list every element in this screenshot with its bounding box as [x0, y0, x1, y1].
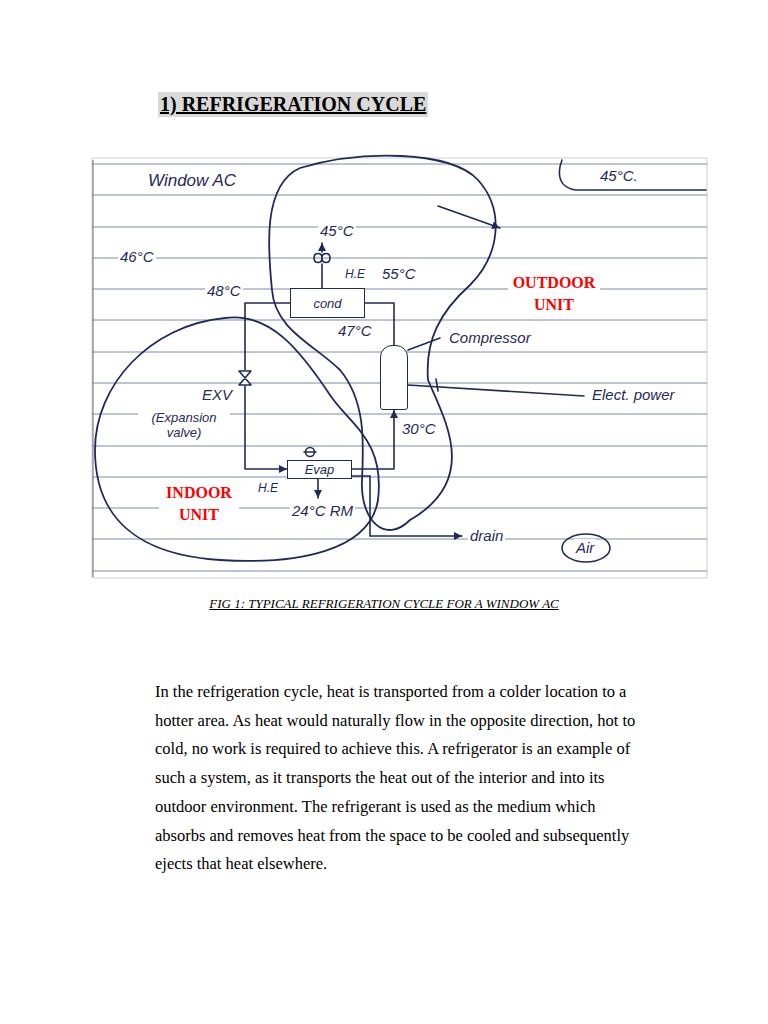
refrigerant-line: [245, 386, 287, 469]
rule-line: [92, 477, 707, 478]
refrigerant-temperature: 55°C: [380, 265, 418, 282]
valve-symbol: [238, 370, 252, 386]
refrigerant-temperature: 48°C: [205, 282, 243, 299]
compressor-body: Compressor: [380, 345, 408, 410]
outdoor-unit-region: condCompressorOUTDOOR UNIT: [258, 148, 510, 548]
part-label: (Expansion valve): [138, 410, 230, 440]
sketch-heading: Window AC: [146, 171, 238, 191]
rule-line: [92, 289, 707, 290]
rule-line: [92, 227, 707, 228]
paper-sheet: [92, 158, 707, 578]
expansion-valve: EXV(Expansion valve): [238, 370, 252, 386]
room-temperature: 24°C RM: [290, 502, 355, 519]
hot-air-arrow: [321, 243, 323, 252]
rule-line: [92, 571, 707, 572]
power-label: Elect. power: [590, 386, 677, 403]
condenser-box: cond: [290, 288, 365, 318]
figure-caption: FIG 1: TYPICAL REFRIGERATION CYCLE FOR A…: [0, 597, 768, 612]
evaporator-fan: [304, 451, 316, 453]
air-circle: [562, 534, 610, 562]
unit-label: INDOOR UNIT: [159, 482, 239, 527]
part-label: Compressor: [447, 329, 533, 346]
evaporator-box: Evap: [287, 460, 352, 479]
air-temperature: 45°C: [318, 222, 356, 239]
rule-line: [92, 258, 707, 259]
power-tick: [436, 379, 438, 391]
unit-label: OUTDOOR UNIT: [508, 272, 600, 317]
leader-line: [408, 338, 440, 350]
rule-line: [92, 446, 707, 447]
condenser-fan: [314, 254, 330, 263]
refrigerant-line: [352, 410, 394, 469]
heat-exchanger-note: H.E: [256, 482, 280, 496]
drain-label: drain: [468, 527, 505, 544]
region-outline: [95, 317, 379, 561]
air-label: Air: [574, 539, 596, 556]
page-title: 1) REFRIGERATION CYCLE: [158, 92, 428, 117]
box-label: cond: [312, 296, 342, 311]
valve-symbol: [239, 371, 251, 385]
fan-shaft: [321, 264, 323, 288]
airflow-arrow: [438, 206, 500, 228]
refrigerant-temperature: 30°C: [400, 420, 438, 437]
heat-exchanger-note: H.E: [343, 268, 367, 282]
ambient-temperature: 46°C: [118, 248, 156, 265]
rule-line: [92, 320, 707, 321]
body-paragraph: In the refrigeration cycle, heat is tran…: [155, 678, 640, 879]
rule-line: [92, 195, 707, 196]
rule-line: [92, 164, 707, 165]
part-label: EXV: [200, 386, 234, 403]
rule-line: [92, 539, 707, 540]
margin-line: [92, 160, 93, 577]
temperature-note: 45°C.: [598, 167, 640, 184]
corner-bracket: [559, 160, 706, 190]
refrigerant-temperature: 47°C: [336, 322, 374, 339]
cool-air-arrow: [317, 479, 319, 498]
ruled-lines: [92, 164, 707, 571]
box-label: Evap: [304, 462, 336, 477]
